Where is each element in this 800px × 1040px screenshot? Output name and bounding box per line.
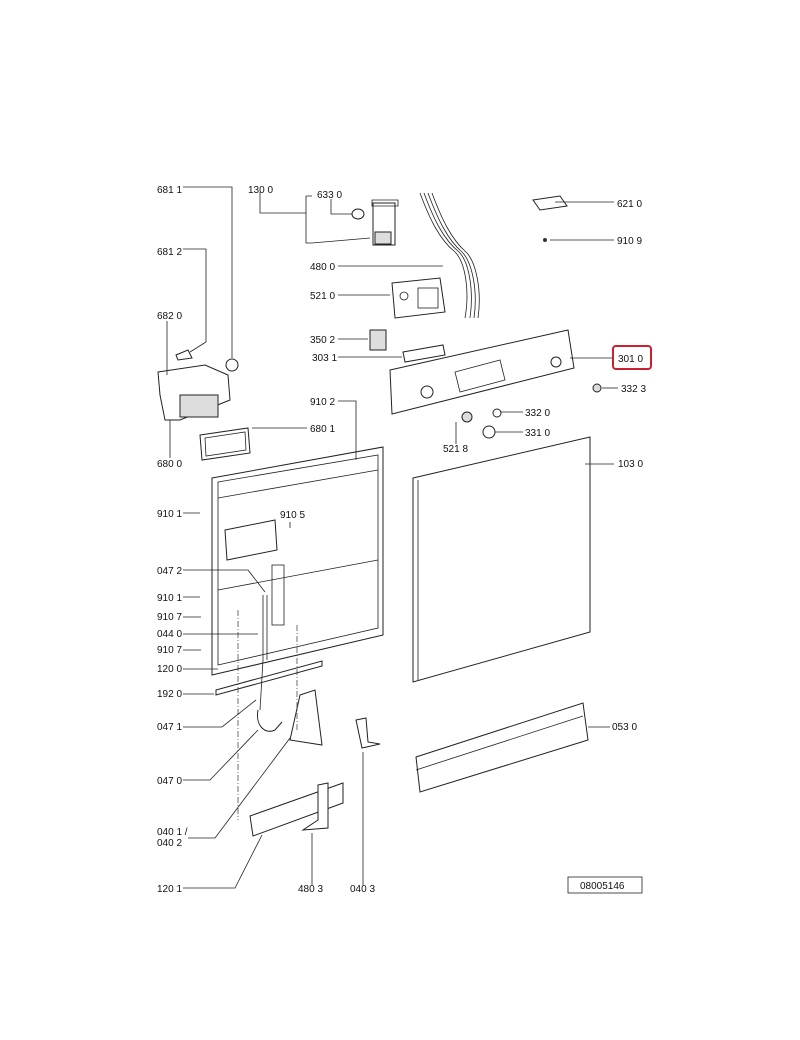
label-6811[interactable]: 681 1 [157,185,182,196]
label-6210[interactable]: 621 0 [617,199,642,210]
leader-lines [166,186,618,889]
label-4803[interactable]: 480 3 [298,884,323,895]
rail-part [215,660,323,696]
label-9105[interactable]: 910 5 [280,510,305,521]
screw-9109 [543,238,547,242]
dispenser-part [157,349,239,421]
part-labels: 681 1 130 0 633 0 621 0 910 9 681 2 480 … [157,185,652,895]
part-4803 [301,782,329,831]
label-0440[interactable]: 044 0 [157,629,182,640]
door-lock-part [351,199,399,246]
part-3310 [482,425,496,439]
control-module-part [391,277,446,319]
label-1030[interactable]: 103 0 [618,459,643,470]
label-0401[interactable]: 040 1 / [157,827,188,838]
label-4800[interactable]: 480 0 [310,262,335,273]
label-9102[interactable]: 910 2 [310,397,335,408]
switch-part [369,329,387,351]
label-6801[interactable]: 680 1 [310,424,335,435]
label-0402[interactable]: 040 2 [157,838,182,849]
label-6812[interactable]: 681 2 [157,247,182,258]
part-6210 [532,195,568,211]
label-3031[interactable]: 303 1 [312,353,337,364]
label-9107b[interactable]: 910 7 [157,645,182,656]
label-0470[interactable]: 047 0 [157,776,182,787]
inner-door-part [211,446,384,676]
diagram-id-box [567,876,643,894]
hinge-part [256,709,283,732]
label-9109[interactable]: 910 9 [617,236,642,247]
label-6820[interactable]: 682 0 [157,311,182,322]
label-5210[interactable]: 521 0 [310,291,335,302]
label-3010-highlighted[interactable]: 301 0 [618,354,643,365]
label-0403[interactable]: 040 3 [350,884,375,895]
diagram-id: 08005146 [580,881,625,892]
spring-part [262,595,268,660]
label-0530[interactable]: 053 0 [612,722,637,733]
label-1200[interactable]: 120 0 [157,664,182,675]
part-0403 [355,717,381,749]
label-3310[interactable]: 331 0 [525,428,550,439]
label-5218[interactable]: 521 8 [443,444,468,455]
label-3502[interactable]: 350 2 [310,335,335,346]
label-9107a[interactable]: 910 7 [157,612,182,623]
part-drawings [157,192,602,837]
button-strip-part [402,344,446,363]
label-3320[interactable]: 332 0 [525,408,550,419]
label-3323[interactable]: 332 3 [621,384,646,395]
label-9101a[interactable]: 910 1 [157,509,182,520]
label-0472[interactable]: 047 2 [157,566,182,577]
label-1201[interactable]: 120 1 [157,884,182,895]
part-3320 [492,408,502,418]
part-3323 [592,383,602,393]
gasket-part [199,427,251,461]
label-6800[interactable]: 680 0 [157,459,182,470]
label-1920[interactable]: 192 0 [157,689,182,700]
bottom-bar-part [249,782,344,837]
part-5218 [461,411,473,423]
label-6330[interactable]: 633 0 [317,190,342,201]
outer-door-part [412,436,591,683]
label-0471[interactable]: 047 1 [157,722,182,733]
kickplate-part [415,702,589,793]
highlight-box [612,345,652,370]
label-1300[interactable]: 130 0 [248,185,273,196]
control-panel-part [389,329,575,415]
label-9101b[interactable]: 910 1 [157,593,182,604]
wiring-harness-part [419,192,480,319]
bracket-part [289,689,323,746]
